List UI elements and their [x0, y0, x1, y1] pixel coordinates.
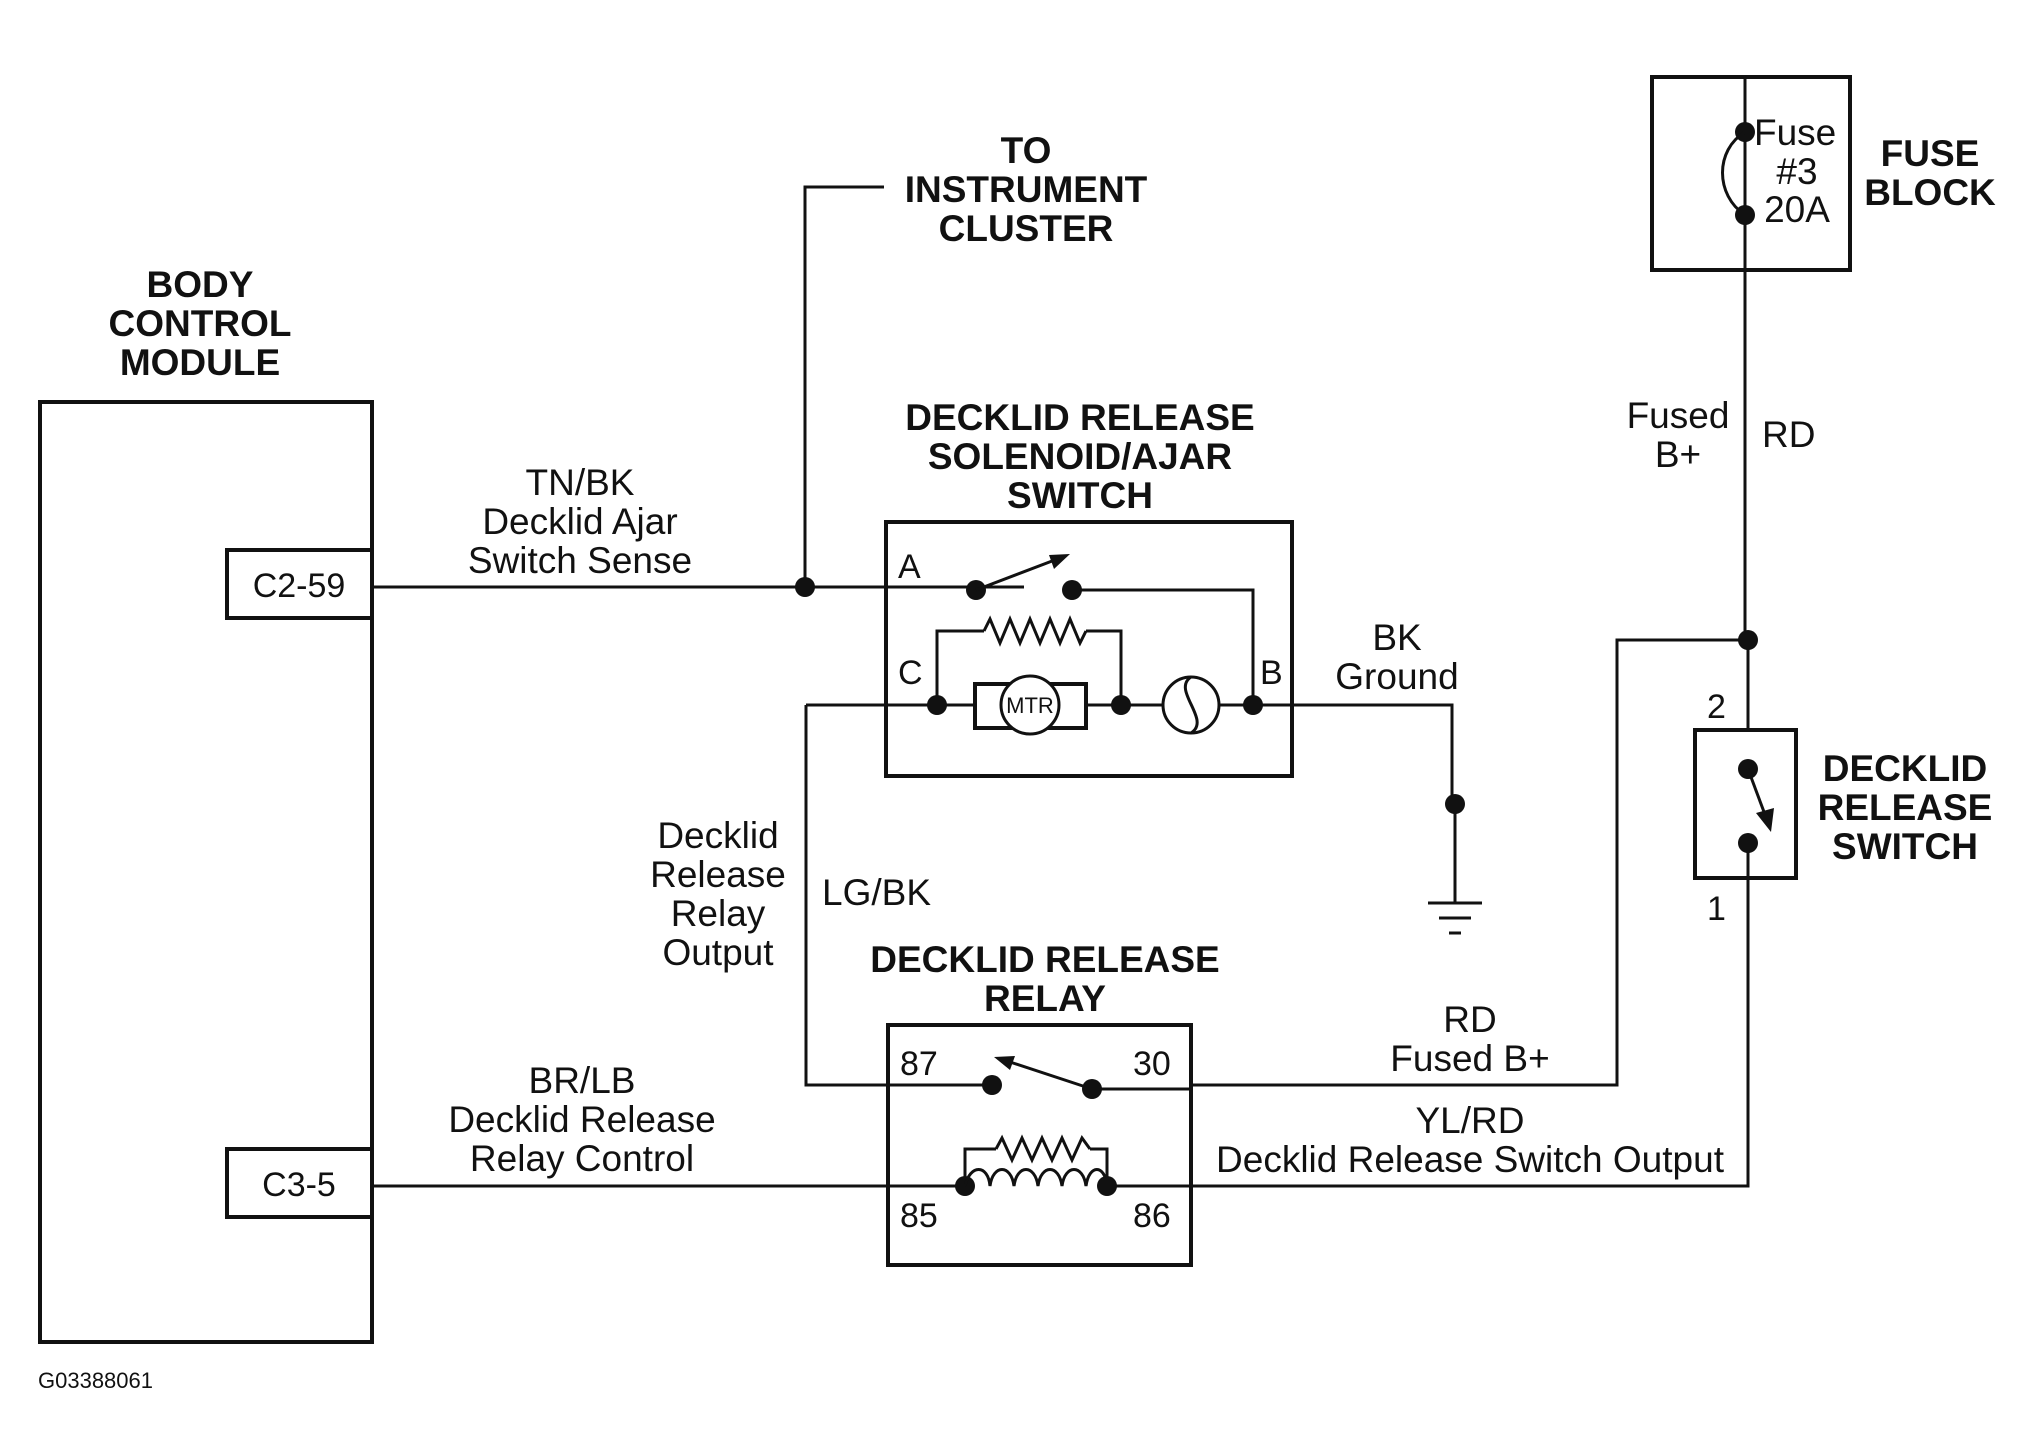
- release-switch-title-line-2: RELEASE: [1818, 787, 1993, 828]
- relay-switch-blade: [1003, 1058, 1093, 1091]
- solenoid-pin-c: C: [898, 654, 923, 692]
- relay-feed-color: RD: [1443, 999, 1496, 1040]
- solenoid-title-line-2: SOLENOID/AJAR: [928, 436, 1232, 477]
- relay-feed-wire: [1191, 638, 1748, 1087]
- switch-output-wire: [1191, 843, 1750, 1188]
- release-switch-title-line-3: SWITCH: [1832, 826, 1978, 867]
- decklid-release-solenoid-ajar-switch: DECKLID RELEASE SOLENOID/AJAR SWITCH A C…: [806, 397, 1454, 805]
- fuse-label-line-2: #3: [1776, 151, 1817, 192]
- ajar-sense-name-line-1: Decklid Ajar: [482, 501, 677, 542]
- ground-name: Ground: [1335, 656, 1458, 697]
- fuse-label-line-1: Fuse: [1754, 112, 1836, 153]
- fused-b-plus-circuit: Fused B+ RD RD Fused B+: [1191, 215, 1815, 1087]
- relay-output-name-line-1: Decklid: [657, 815, 778, 856]
- solenoid-pin-a: A: [898, 548, 921, 586]
- fuse-label-line-3: 20A: [1764, 189, 1830, 230]
- relay-control-color: BR/LB: [529, 1060, 636, 1101]
- relay-resistor-symbol: [994, 1134, 1092, 1164]
- fuse-block-title-line-2: BLOCK: [1864, 172, 1996, 213]
- switch-output-name: Decklid Release Switch Output: [1216, 1139, 1725, 1180]
- fuse-symbol: [1721, 130, 1746, 217]
- ground-circuit: BK Ground: [1335, 617, 1482, 935]
- relay-coil-symbol: [963, 1168, 1109, 1187]
- relay-output-name-line-4: Output: [662, 932, 774, 973]
- relay-pin-86: 86: [1133, 1197, 1171, 1235]
- ground-color: BK: [1372, 617, 1422, 658]
- instrument-title-line-1: TO: [1001, 130, 1052, 171]
- ajar-sense-splice: [795, 577, 815, 597]
- relay-output-circuit: Decklid Release Relay Output LG/BK: [650, 705, 992, 1087]
- connector-c2-59-label: C2-59: [253, 567, 346, 605]
- motor-symbol: [999, 674, 1061, 736]
- relay-pin-30: 30: [1133, 1045, 1171, 1083]
- switch-output-color: YL/RD: [1416, 1100, 1525, 1141]
- relay-switch-contact-87: [982, 1075, 1002, 1095]
- release-switch-pin-2: 2: [1707, 688, 1726, 726]
- bcm-title-line-3: MODULE: [120, 342, 280, 383]
- release-switch-box: [1693, 728, 1798, 880]
- fuse-block-title-line-1: FUSE: [1881, 133, 1980, 174]
- decklid-release-relay: DECKLID RELEASE RELAY 87 30 85 86: [870, 939, 1220, 1267]
- fuse-block-box: [1650, 75, 1852, 272]
- release-switch-pin-1: 1: [1707, 890, 1726, 928]
- bcm-title-line-2: CONTROL: [109, 303, 292, 344]
- connector-c3-5-box: [225, 1147, 374, 1219]
- decklid-release-switch: 2 1 DECKLID RELEASE SWITCH: [1693, 688, 1993, 928]
- instrument-title-line-3: CLUSTER: [939, 208, 1114, 249]
- release-switch-arrow: [1756, 808, 1774, 832]
- switch-output-circuit: YL/RD Decklid Release Switch Output: [1191, 843, 1750, 1188]
- fuse-block: Fuse #3 20A FUSE BLOCK: [1650, 75, 1996, 272]
- fused-b-plus-name-line-1: Fused: [1627, 395, 1730, 436]
- bcm-box: [38, 400, 374, 1344]
- resistor-symbol: [982, 615, 1088, 647]
- instrument-title-line-2: INSTRUMENT: [905, 169, 1148, 210]
- release-switch-title-line-1: DECKLID: [1823, 748, 1987, 789]
- relay-output-name-line-2: Release: [650, 854, 786, 895]
- relay-control-circuit: BR/LB Decklid Release Relay Control: [372, 1060, 888, 1188]
- ajar-sense-circuit: TN/BK Decklid Ajar Switch Sense: [372, 462, 1024, 597]
- instrument-cluster-reference: TO INSTRUMENT CLUSTER: [803, 130, 1148, 587]
- connector-c3-5-label: C3-5: [262, 1166, 336, 1204]
- ground-wire: [1253, 703, 1454, 805]
- solenoid-pin-b: B: [1260, 654, 1283, 692]
- instrument-cluster-wire: [803, 185, 884, 587]
- relay-box: [886, 1023, 1193, 1267]
- ajar-sense-name-line-2: Switch Sense: [468, 540, 692, 581]
- solenoid-box: [884, 520, 1294, 778]
- relay-title-line-2: RELAY: [984, 978, 1106, 1019]
- relay-output-color: LG/BK: [822, 872, 931, 913]
- fused-b-plus-name-line-2: B+: [1655, 434, 1701, 475]
- relay-control-name-line-2: Relay Control: [470, 1138, 694, 1179]
- ajar-switch-blade: [975, 556, 1061, 592]
- relay-pin-87: 87: [900, 1045, 938, 1083]
- body-control-module: BODY CONTROL MODULE C2-59 C3-5: [38, 264, 374, 1344]
- connector-c2-59-box: [225, 548, 374, 620]
- relay-feed-name: Fused B+: [1390, 1038, 1549, 1079]
- solenoid-title-line-3: SWITCH: [1007, 475, 1153, 516]
- motor-label: MTR: [1006, 693, 1054, 718]
- relay-title-line-1: DECKLID RELEASE: [870, 939, 1219, 980]
- bcm-title-line-1: BODY: [147, 264, 254, 305]
- relay-switch-arrow: [994, 1056, 1015, 1070]
- ajar-switch-arrow: [1049, 554, 1070, 569]
- relay-pin-85: 85: [900, 1197, 938, 1235]
- solenoid-title-line-1: DECKLID RELEASE: [905, 397, 1254, 438]
- relay-output-name-line-3: Relay: [671, 893, 766, 934]
- fused-b-plus-color: RD: [1762, 414, 1815, 455]
- ajar-sense-color: TN/BK: [526, 462, 635, 503]
- relay-control-name-line-1: Decklid Release: [448, 1099, 715, 1140]
- figure-id: G03388061: [38, 1368, 153, 1393]
